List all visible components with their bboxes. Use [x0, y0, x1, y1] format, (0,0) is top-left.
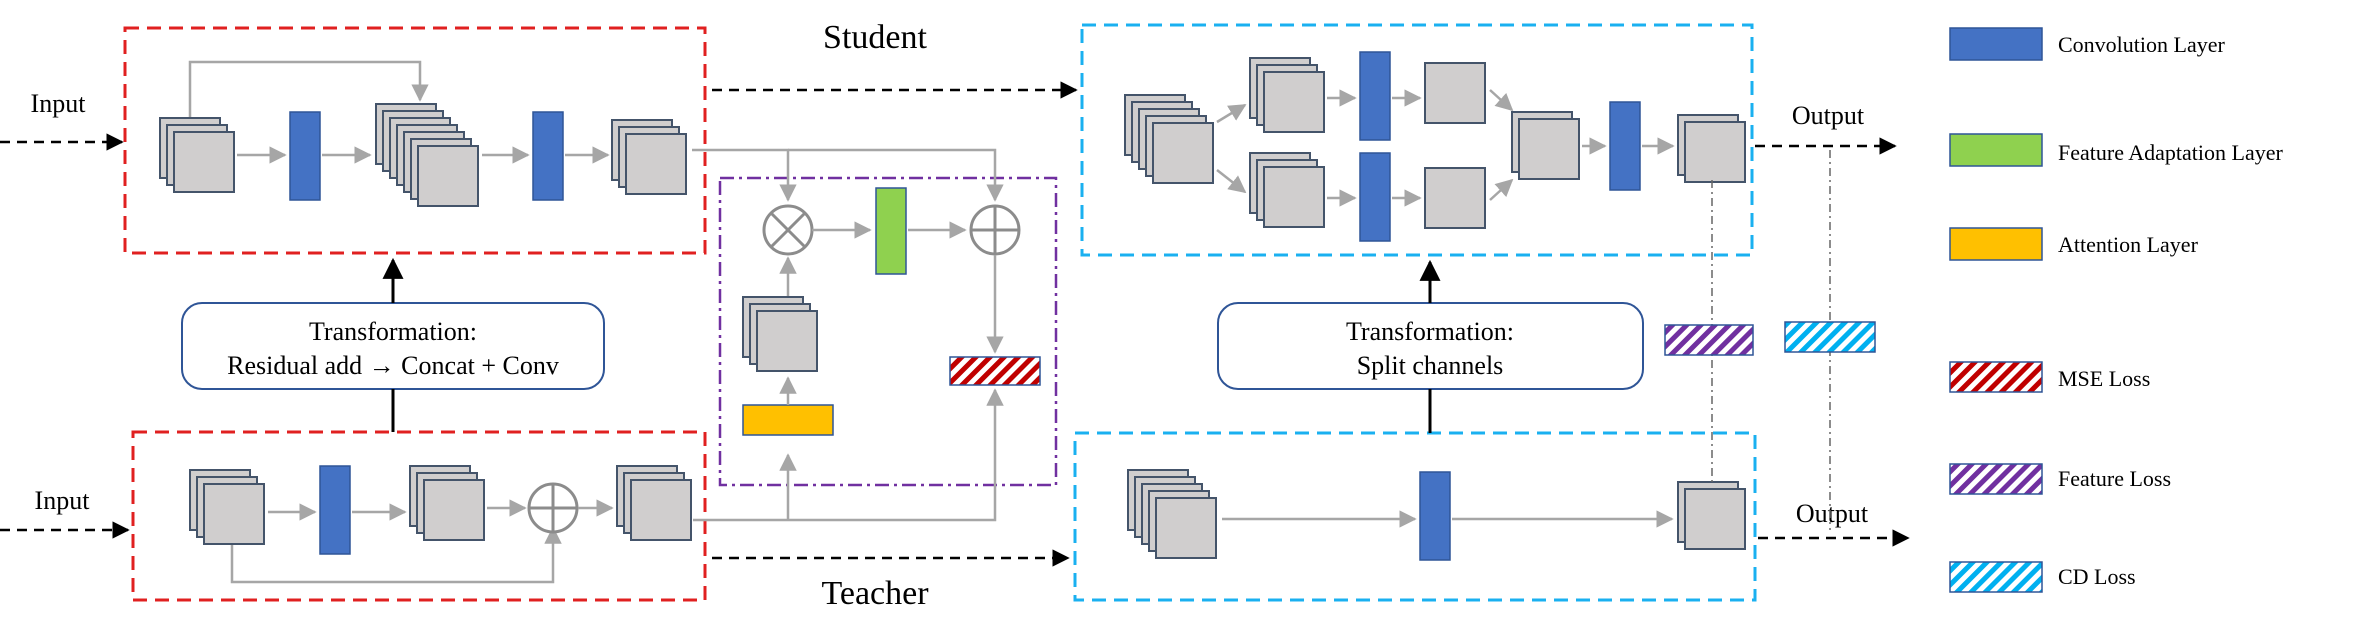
teacher-input-feature-map: [189, 469, 265, 545]
right-student-output-feature-map: [1677, 114, 1746, 183]
legend-label: CD Loss: [2058, 564, 2136, 589]
legend-label: MSE Loss: [2058, 366, 2150, 391]
right-student-conv-layer-2: [1359, 152, 1391, 242]
transformation-right-line1: Transformation:: [1346, 317, 1514, 346]
arrow: [1489, 178, 1514, 201]
teacher-right-block-box: [1073, 431, 1757, 602]
legend-label: Attention Layer: [2058, 232, 2199, 257]
feature-adaptation-layer: [875, 187, 907, 275]
legend-label: Feature Loss: [2058, 466, 2171, 491]
right-student-branch2-feature-map: [1249, 152, 1325, 228]
feature-loss-block: [1664, 324, 1754, 356]
multiply-icon: [762, 204, 814, 256]
attention-layer: [742, 404, 834, 436]
attention-block-box: [718, 176, 1058, 487]
arrow: [1216, 103, 1247, 124]
transformation-right-line2: Split channels: [1357, 351, 1504, 380]
right-teacher-output-feature-map: [1677, 481, 1746, 550]
teacher-mid-feature-map: [409, 465, 485, 541]
cd-loss-block: [1784, 321, 1876, 353]
right-student-branch2-output: [1424, 167, 1486, 229]
mse-loss-block: [949, 356, 1041, 386]
teacher-title: Teacher: [821, 575, 929, 612]
add-icon: [969, 204, 1021, 256]
legend: Convolution Layer Feature Adaptation Lay…: [1949, 27, 2283, 593]
student-skip-connection: [188, 60, 429, 118]
legend-swatch-attention: [1949, 227, 2043, 261]
transformation-left-line2: Residual add → Concat + Conv: [227, 351, 559, 380]
attention-feature-map: [742, 296, 818, 372]
right-student-conv-layer-3: [1609, 101, 1641, 191]
arrow: [1216, 169, 1247, 194]
student-input-feature-map: [159, 117, 235, 193]
right-student-branch1-output: [1424, 62, 1486, 124]
legend-swatch-convolution: [1949, 27, 2043, 61]
legend-swatch-cd-loss: [1949, 561, 2043, 593]
student-block-box: [123, 26, 707, 255]
input-label-top: Input: [31, 89, 87, 118]
right-teacher-conv-layer: [1419, 471, 1451, 561]
legend-swatch-mse-loss: [1949, 361, 2043, 393]
teacher-output-feature-map: [616, 465, 692, 541]
teacher-residual-add-icon: [527, 482, 579, 534]
teacher-conv-layer-1: [319, 465, 351, 555]
student-conv-layer-1: [289, 111, 321, 201]
teacher-skip-connection: [230, 526, 562, 584]
student-to-add-line: [788, 148, 1004, 202]
right-student-input-feature-map: [1124, 94, 1214, 184]
teacher-to-attention-line: [693, 388, 1004, 522]
arrow: [1489, 89, 1514, 112]
student-conv-layer-2: [532, 111, 564, 201]
right-teacher-input-feature-map: [1127, 469, 1217, 559]
right-student-concat-feature-map: [1511, 111, 1580, 180]
right-student-branch1-feature-map: [1249, 57, 1325, 133]
legend-swatch-feature-loss: [1949, 463, 2043, 495]
student-concat-feature-map: [375, 103, 479, 207]
output-label-bottom: Output: [1796, 499, 1869, 528]
student-right-block-box: [1080, 23, 1754, 257]
legend-label: Feature Adaptation Layer: [2058, 140, 2283, 165]
transformation-left-line1: Transformation:: [309, 317, 477, 346]
student-title: Student: [823, 19, 927, 56]
output-label-top: Output: [1792, 101, 1865, 130]
teacher-block-box: [131, 430, 707, 602]
legend-swatch-feature-adaptation: [1949, 133, 2043, 167]
student-output-feature-map: [611, 119, 687, 195]
right-student-conv-layer-1: [1359, 51, 1391, 141]
input-label-bottom: Input: [35, 486, 91, 515]
legend-label: Convolution Layer: [2058, 32, 2225, 57]
